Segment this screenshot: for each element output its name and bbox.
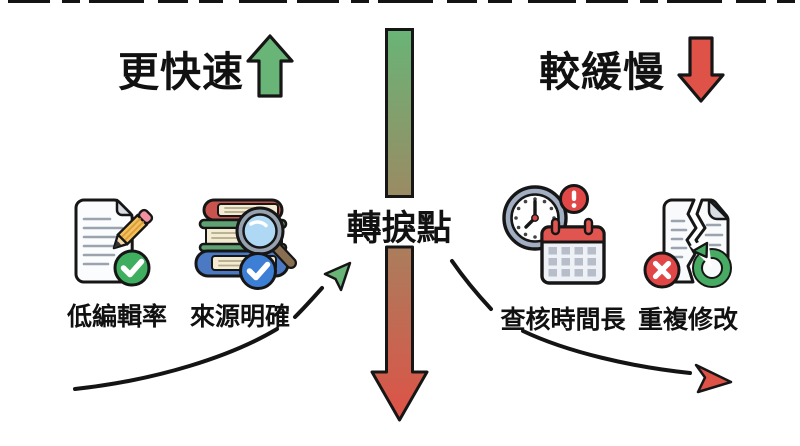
alert-icon bbox=[559, 184, 589, 214]
right-title: 較緩慢 bbox=[539, 49, 665, 95]
redo-refresh-icon bbox=[690, 238, 732, 288]
item-label-long-verification: 查核時間長 bbox=[500, 306, 626, 334]
error-x-icon bbox=[643, 251, 681, 289]
green-up-arrow-icon bbox=[246, 34, 294, 98]
left-curve-arrow bbox=[73, 261, 352, 391]
document-check-icon bbox=[74, 198, 154, 287]
item-label-clear-sources: 來源明確 bbox=[189, 303, 291, 331]
check-icon bbox=[120, 258, 145, 278]
left-title: 更快速 bbox=[118, 49, 244, 95]
item-label-low-edit-rate: 低編輯率 bbox=[66, 303, 168, 331]
red-arrowhead bbox=[694, 363, 733, 394]
right-curve-arrow bbox=[450, 259, 733, 394]
item-label-repeated-edits: 重複修改 bbox=[637, 306, 739, 334]
books-magnifier-icon bbox=[194, 198, 297, 290]
cropped-top-edge-marks bbox=[8, 0, 795, 3]
pencil-icon bbox=[112, 208, 154, 250]
torn-document-redo-icon bbox=[643, 198, 732, 289]
turning-point-label: 轉捩點 bbox=[346, 209, 452, 248]
clock-calendar-alert-icon bbox=[502, 184, 606, 285]
calendar-icon bbox=[540, 217, 606, 285]
check-icon bbox=[246, 261, 271, 281]
green-arrowhead bbox=[323, 261, 352, 292]
red-down-arrow-icon bbox=[677, 36, 725, 103]
central-gradient-arrow bbox=[370, 28, 429, 422]
